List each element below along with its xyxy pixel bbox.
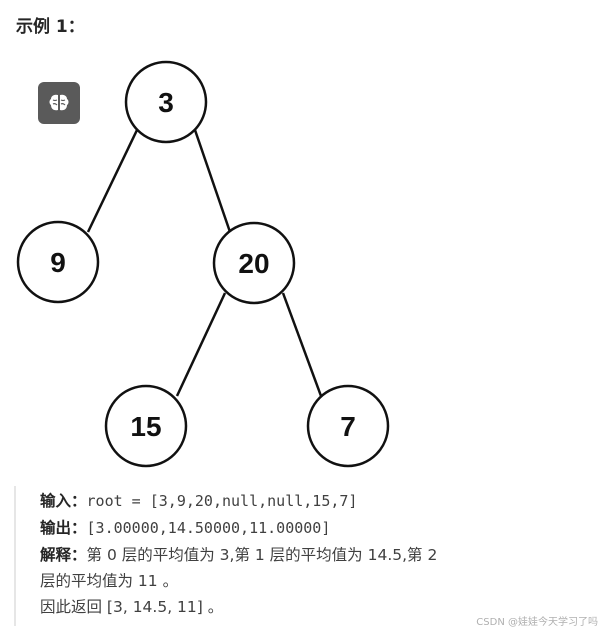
tree-node-label: 9 <box>50 247 66 278</box>
binary-tree-diagram: 3 9 20 15 7 <box>16 60 390 468</box>
explain-text-2: 层的平均值为 11 。 <box>40 572 179 590</box>
tree-node-20: 20 <box>212 221 296 305</box>
tree-node-15: 15 <box>104 384 188 468</box>
tree-edge-3-20 <box>193 129 232 233</box>
example-io-block: 输入：root = [3,9,20,null,null,15,7] 输出：[3.… <box>14 486 596 626</box>
tree-node-label: 7 <box>340 411 356 442</box>
tree-edges <box>86 129 323 397</box>
input-value: root = [3,9,20,null,null,15,7] <box>86 492 358 510</box>
explain-line: 解释：第 0 层的平均值为 3,第 1 层的平均值为 14.5,第 2 <box>40 544 437 566</box>
tree-edge-20-7 <box>281 292 323 397</box>
tree-edge-20-15 <box>175 292 227 397</box>
explain-label: 解释： <box>40 546 87 564</box>
explain-text-3: 因此返回 [3, 14.5, 11] 。 <box>40 598 224 616</box>
tree-node-label: 15 <box>130 411 161 442</box>
tree-node-7: 7 <box>306 384 390 468</box>
tree-node-label: 20 <box>238 248 269 279</box>
explain-line-3: 因此返回 [3, 14.5, 11] 。 <box>40 596 223 618</box>
output-line: 输出：[3.00000,14.50000,11.00000] <box>40 517 330 539</box>
output-label: 输出： <box>40 519 87 537</box>
example-title: 示例 1： <box>16 17 85 37</box>
input-label: 输入： <box>40 492 87 510</box>
brain-icon <box>49 94 69 111</box>
output-value: [3.00000,14.50000,11.00000] <box>86 519 331 537</box>
explain-text-1: 第 0 层的平均值为 3,第 1 层的平均值为 14.5,第 2 <box>86 546 438 564</box>
tree-node-3: 3 <box>124 60 208 144</box>
ai-assistant-button[interactable] <box>38 82 80 124</box>
csdn-watermark: CSDN @娃娃今天学习了吗 <box>476 617 598 628</box>
explain-line-2: 层的平均值为 11 。 <box>40 570 178 592</box>
tree-node-9: 9 <box>16 220 100 304</box>
tree-edge-3-9 <box>86 129 139 233</box>
input-line: 输入：root = [3,9,20,null,null,15,7] <box>40 490 357 512</box>
tree-node-label: 3 <box>158 87 174 118</box>
